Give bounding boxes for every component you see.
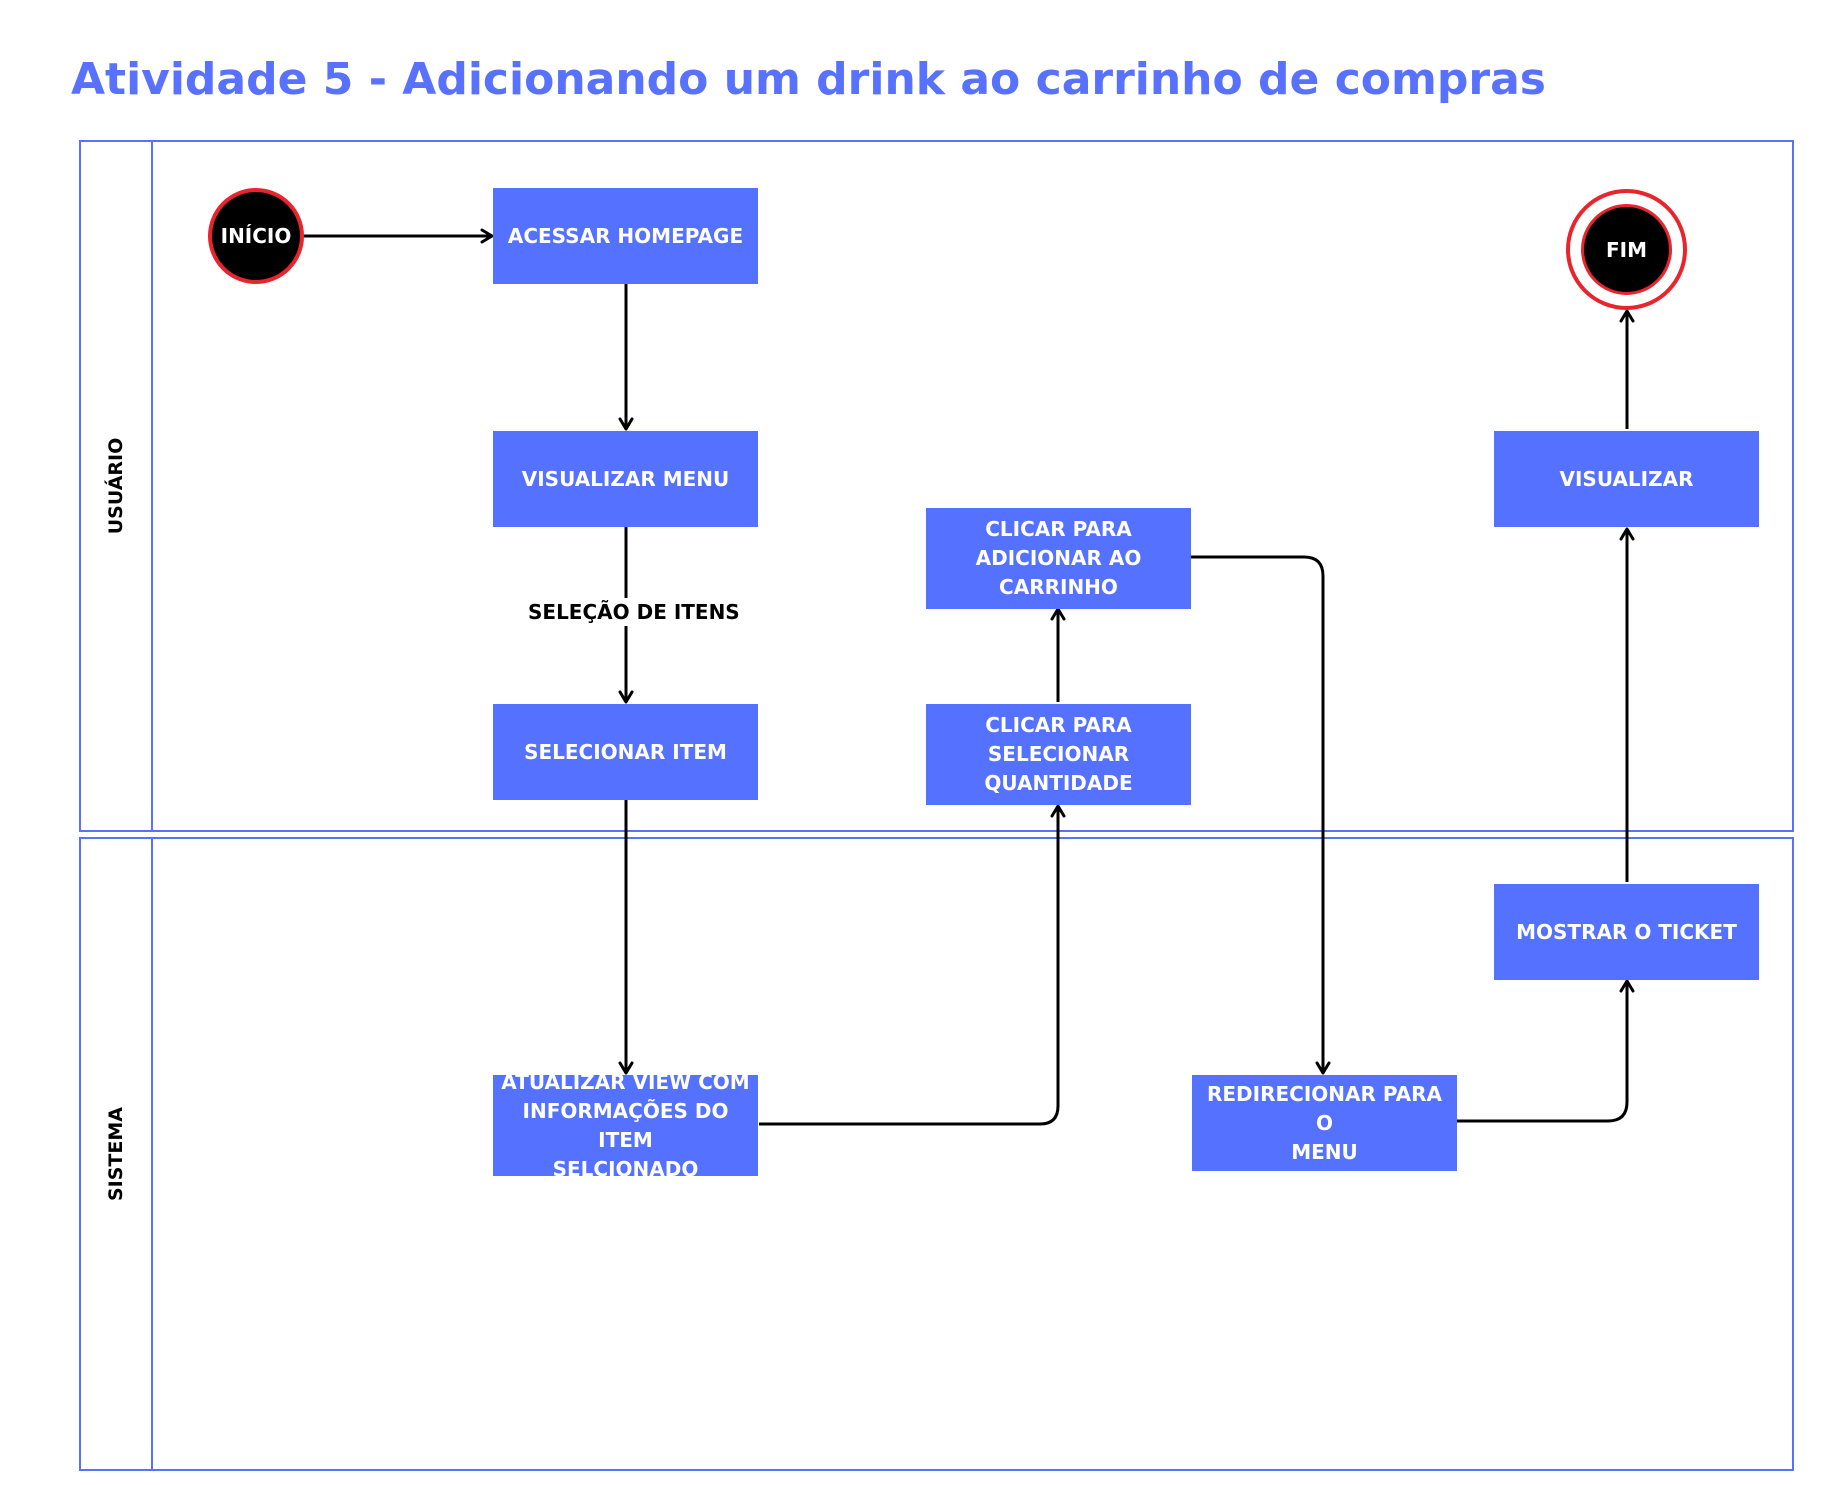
action-atualizar-view: ATUALIZAR VIEW COM INFORMAÇÕES DO ITEM S… xyxy=(493,1070,758,1181)
end-node: FIM xyxy=(1581,204,1672,295)
action-visualizar-label: VISUALIZAR xyxy=(1559,466,1694,491)
arrow-adicionar-to-redirecionar xyxy=(1191,555,1331,1075)
lane-usuario: USUÁRIO xyxy=(79,140,1794,832)
action-selecionar-item: SELECIONAR ITEM xyxy=(493,704,758,800)
action-atualizar-view-label: ATUALIZAR VIEW COM INFORMAÇÕES DO ITEM S… xyxy=(501,1069,750,1181)
action-selecionar-item-label: SELECIONAR ITEM xyxy=(524,739,727,764)
action-redirecionar-menu: REDIRECIONAR PARA O MENU xyxy=(1192,1075,1457,1171)
lane-sistema: SISTEMA xyxy=(79,837,1794,1471)
action-mostrar-ticket-label: MOSTRAR O TICKET xyxy=(1516,919,1737,944)
lane-usuario-header: USUÁRIO xyxy=(81,142,153,830)
end-node-ring xyxy=(1566,189,1687,310)
action-acessar-homepage: ACESSAR HOMEPAGE xyxy=(493,188,758,284)
diagram-title: Atividade 5 - Adicionando um drink ao ca… xyxy=(71,54,1546,105)
action-clicar-selecionar-quantidade-label: CLICAR PARA SELECIONAR QUANTIDADE xyxy=(984,713,1133,795)
start-node-label: INÍCIO xyxy=(220,224,292,248)
action-acessar-homepage-label: ACESSAR HOMEPAGE xyxy=(507,223,744,248)
arrow-atualizar-to-quantidade xyxy=(759,804,1066,1126)
action-mostrar-ticket: MOSTRAR O TICKET xyxy=(1494,884,1759,980)
edge-label-selecao-itens: SELEÇÃO DE ITENS xyxy=(522,598,746,626)
lane-sistema-header: SISTEMA xyxy=(81,839,153,1469)
arrow-redirecionar-to-ticket xyxy=(1456,979,1635,1123)
action-visualizar-menu-label: VISUALIZAR MENU xyxy=(521,466,730,491)
action-redirecionar-menu-label: REDIRECIONAR PARA O MENU xyxy=(1206,1081,1443,1164)
action-clicar-adicionar-carrinho: CLICAR PARA ADICIONAR AO CARRINHO xyxy=(926,508,1191,609)
action-visualizar-menu: VISUALIZAR MENU xyxy=(493,431,758,527)
action-clicar-adicionar-carrinho-label: CLICAR PARA ADICIONAR AO CARRINHO xyxy=(975,517,1142,599)
start-node: INÍCIO xyxy=(208,188,304,284)
action-clicar-selecionar-quantidade: CLICAR PARA SELECIONAR QUANTIDADE xyxy=(926,704,1191,805)
end-node-label: FIM xyxy=(1605,237,1647,262)
action-visualizar: VISUALIZAR xyxy=(1494,431,1759,527)
